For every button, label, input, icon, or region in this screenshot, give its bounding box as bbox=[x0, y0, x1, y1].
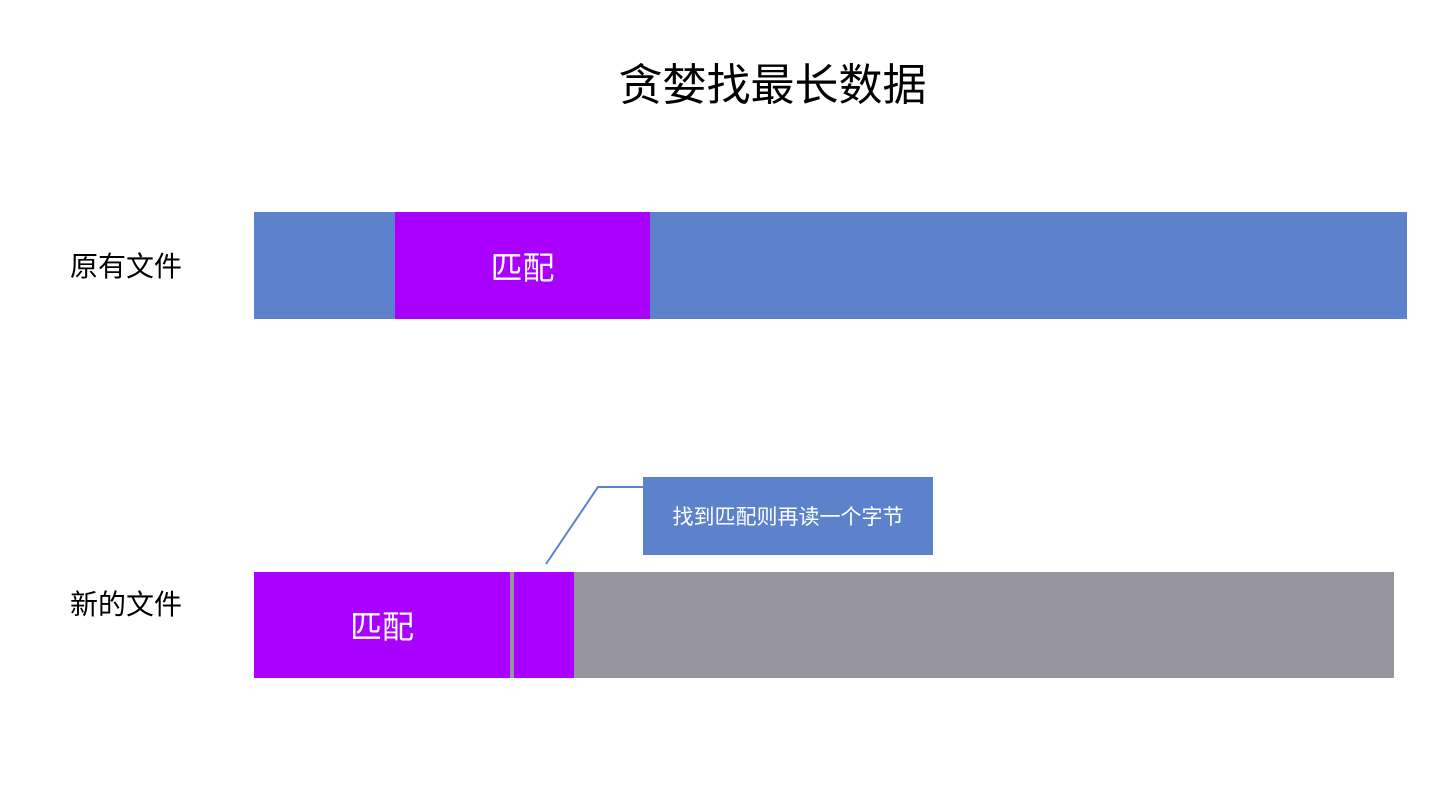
new-file-match-block: 匹配 bbox=[254, 572, 510, 678]
callout-box: 找到匹配则再读一个字节 bbox=[643, 477, 933, 555]
callout-leader-line bbox=[545, 486, 643, 565]
original-file-label: 原有文件 bbox=[70, 250, 183, 283]
extra-byte-block bbox=[514, 572, 574, 678]
callout-text: 找到匹配则再读一个字节 bbox=[672, 505, 904, 529]
new-file-remaining-bar bbox=[574, 572, 1394, 678]
new-file-match-label: 匹配 bbox=[349, 608, 414, 646]
byte-separator bbox=[510, 572, 514, 678]
original-file-match-block: 匹配 bbox=[395, 212, 650, 319]
original-file-match-label: 匹配 bbox=[490, 248, 555, 287]
new-file-label: 新的文件 bbox=[70, 588, 183, 621]
diagram-title: 贪婪找最长数据 bbox=[618, 60, 927, 111]
